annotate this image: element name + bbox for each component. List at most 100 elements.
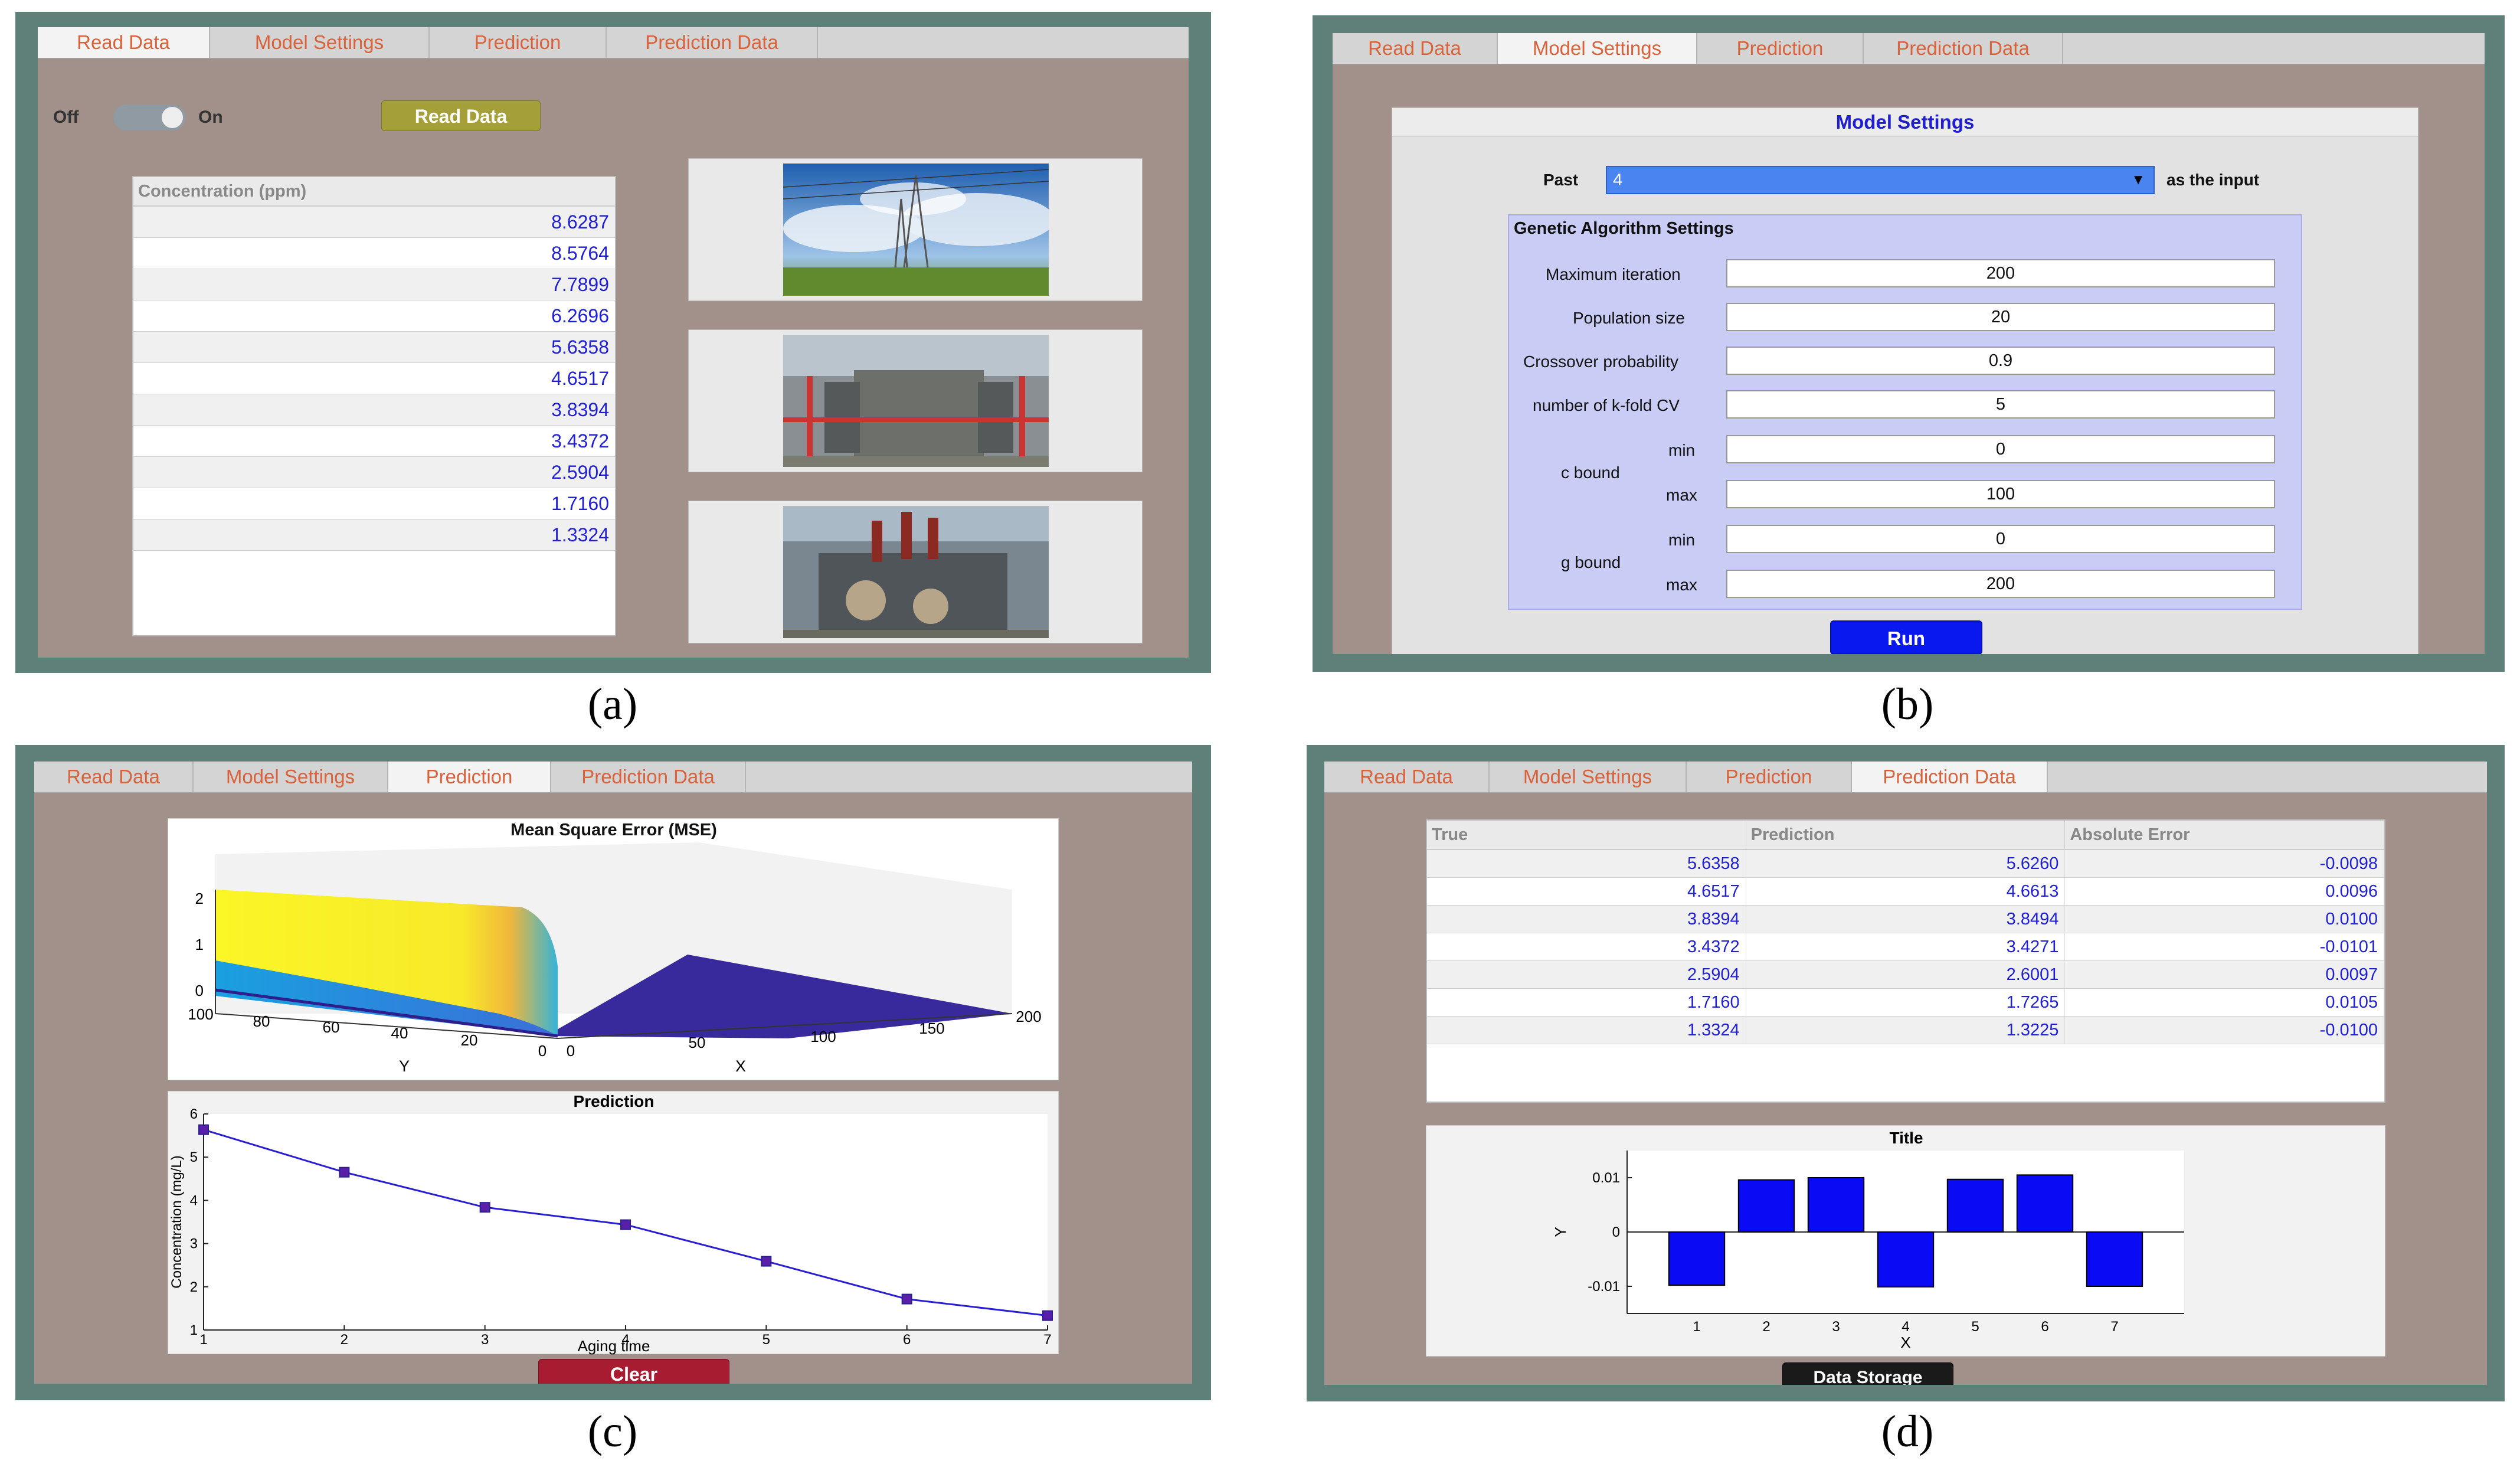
max-iteration-input[interactable]: 200 bbox=[1726, 259, 2275, 287]
data-point bbox=[479, 1202, 490, 1213]
c-bound-max-label: max bbox=[1666, 486, 1697, 504]
toggle-knob[interactable] bbox=[162, 107, 183, 128]
data-storage-button[interactable]: Data Storage bbox=[1782, 1362, 1953, 1385]
image-frame-3 bbox=[688, 501, 1143, 643]
bar bbox=[1946, 1178, 2004, 1233]
y-tick-label: 2 bbox=[190, 1279, 198, 1295]
bar bbox=[1668, 1231, 1726, 1286]
surface-edge bbox=[215, 988, 558, 1038]
data-point bbox=[761, 1256, 772, 1267]
x-tick-label: 2 bbox=[1762, 1319, 1770, 1335]
tab-read-data[interactable]: Read Data bbox=[1324, 762, 1490, 792]
tab-prediction[interactable]: Prediction bbox=[1697, 33, 1864, 64]
as-input-label: as the input bbox=[2166, 171, 2260, 189]
y-tick-label: 3 bbox=[190, 1236, 198, 1252]
tab-read-data[interactable]: Read Data bbox=[34, 762, 194, 792]
g-bound-min-input[interactable]: 0 bbox=[1726, 525, 2275, 553]
switch-off-label: Off bbox=[53, 107, 79, 127]
y-axis-label: Y bbox=[1552, 1227, 1569, 1237]
table-cell: 0.0096 bbox=[2065, 878, 2385, 905]
image-frame-1 bbox=[688, 158, 1143, 301]
c-bound-max-input[interactable]: 100 bbox=[1726, 480, 2275, 508]
mse-y-tick: 20 bbox=[461, 1031, 478, 1049]
table-row: 3.8394 bbox=[133, 394, 615, 426]
kfold-cv-input[interactable]: 5 bbox=[1726, 390, 2275, 419]
table-row: 2.5904 bbox=[133, 457, 615, 488]
mse-x-label: X bbox=[735, 1057, 746, 1075]
y-tick-label: 0 bbox=[1612, 1224, 1620, 1240]
tab-bar: Read Data Model Settings Prediction Pred… bbox=[38, 27, 1189, 58]
mse-title: Mean Square Error (MSE) bbox=[510, 821, 717, 839]
mse-y-label: Y bbox=[399, 1057, 410, 1075]
tab-model-settings[interactable]: Model Settings bbox=[1498, 33, 1697, 64]
tab-read-data[interactable]: Read Data bbox=[38, 27, 210, 58]
mse-x-tick: 100 bbox=[810, 1028, 836, 1045]
population-size-input[interactable]: 20 bbox=[1726, 303, 2275, 331]
x-tick-label: 4 bbox=[1902, 1319, 1909, 1335]
read-data-button[interactable]: Read Data bbox=[381, 100, 541, 131]
tab-bar: Read Data Model Settings Prediction Pred… bbox=[34, 762, 1192, 793]
table-cell: 1.7160 bbox=[1427, 989, 1746, 1016]
crossover-probability-input[interactable]: 0.9 bbox=[1726, 347, 2275, 375]
tab-model-settings[interactable]: Model Settings bbox=[210, 27, 430, 58]
mse-y-tick: 100 bbox=[188, 1005, 213, 1023]
table-cell: 5.6358 bbox=[1427, 850, 1746, 877]
tab-read-data[interactable]: Read Data bbox=[1333, 33, 1498, 64]
mse-x-tick: 150 bbox=[919, 1019, 944, 1037]
chevron-down-icon[interactable]: ▼ bbox=[2131, 172, 2145, 188]
tab-prediction[interactable]: Prediction bbox=[388, 762, 551, 792]
data-point bbox=[620, 1219, 631, 1230]
mse-y-tick: 60 bbox=[323, 1018, 340, 1036]
table-row: 1.7160 bbox=[133, 488, 615, 519]
x-tick-label: 4 bbox=[621, 1332, 629, 1348]
header-true: True bbox=[1427, 821, 1746, 849]
tab-prediction-data[interactable]: Prediction Data bbox=[1864, 33, 2063, 64]
on-off-toggle[interactable] bbox=[113, 104, 185, 130]
g-bound-max-input[interactable]: 200 bbox=[1726, 570, 2275, 598]
mse-x-tick: 200 bbox=[1016, 1008, 1041, 1025]
clear-button[interactable]: Clear bbox=[538, 1359, 729, 1384]
prediction-data-frame: Read Data Model Settings Prediction Pred… bbox=[1324, 762, 2487, 1385]
tab-prediction-data[interactable]: Prediction Data bbox=[551, 762, 746, 792]
table-row: 4.6517 bbox=[133, 363, 615, 394]
tab-model-settings[interactable]: Model Settings bbox=[1490, 762, 1687, 792]
x-tick-label: 6 bbox=[2041, 1319, 2048, 1335]
run-button[interactable]: Run bbox=[1830, 620, 1982, 654]
tab-prediction-data[interactable]: Prediction Data bbox=[607, 27, 818, 58]
x-tick-label: 5 bbox=[762, 1332, 770, 1348]
past-value: 4 bbox=[1613, 171, 1623, 189]
table-row: 6.2696 bbox=[133, 300, 615, 332]
tab-prediction[interactable]: Prediction bbox=[1687, 762, 1852, 792]
past-dropdown[interactable]: 4 ▼ bbox=[1606, 166, 2155, 194]
y-tick-label: 5 bbox=[190, 1149, 198, 1165]
model-settings-box: Model Settings Past 4 ▼ as the input Gen… bbox=[1392, 107, 2418, 654]
tab-prediction-data[interactable]: Prediction Data bbox=[1852, 762, 2048, 792]
x-tick-label: 3 bbox=[1832, 1319, 1840, 1335]
g-bound-max-label: max bbox=[1666, 576, 1697, 594]
yellow-surface bbox=[215, 890, 558, 1036]
table-cell: 4.6613 bbox=[1746, 878, 2066, 905]
table-row: 5.6358 bbox=[133, 332, 615, 363]
caption-b: (b) bbox=[1881, 679, 1934, 729]
data-point bbox=[1042, 1310, 1053, 1321]
tab-bar: Read Data Model Settings Prediction Pred… bbox=[1333, 33, 2485, 64]
power-lines-photo bbox=[783, 164, 1049, 296]
tab-bar: Read Data Model Settings Prediction Pred… bbox=[1324, 762, 2487, 793]
x-tick-label: 1 bbox=[1693, 1319, 1700, 1335]
tab-prediction[interactable]: Prediction bbox=[430, 27, 607, 58]
table-cell: -0.0101 bbox=[2065, 933, 2385, 960]
c-bound-min-input[interactable]: 0 bbox=[1726, 435, 2275, 463]
tab-model-settings[interactable]: Model Settings bbox=[194, 762, 388, 792]
table-cell: 5.6260 bbox=[1746, 850, 2066, 877]
table-row: 7.7899 bbox=[133, 269, 615, 300]
panel-read-data: Read Data Model Settings Prediction Pred… bbox=[15, 12, 1211, 673]
